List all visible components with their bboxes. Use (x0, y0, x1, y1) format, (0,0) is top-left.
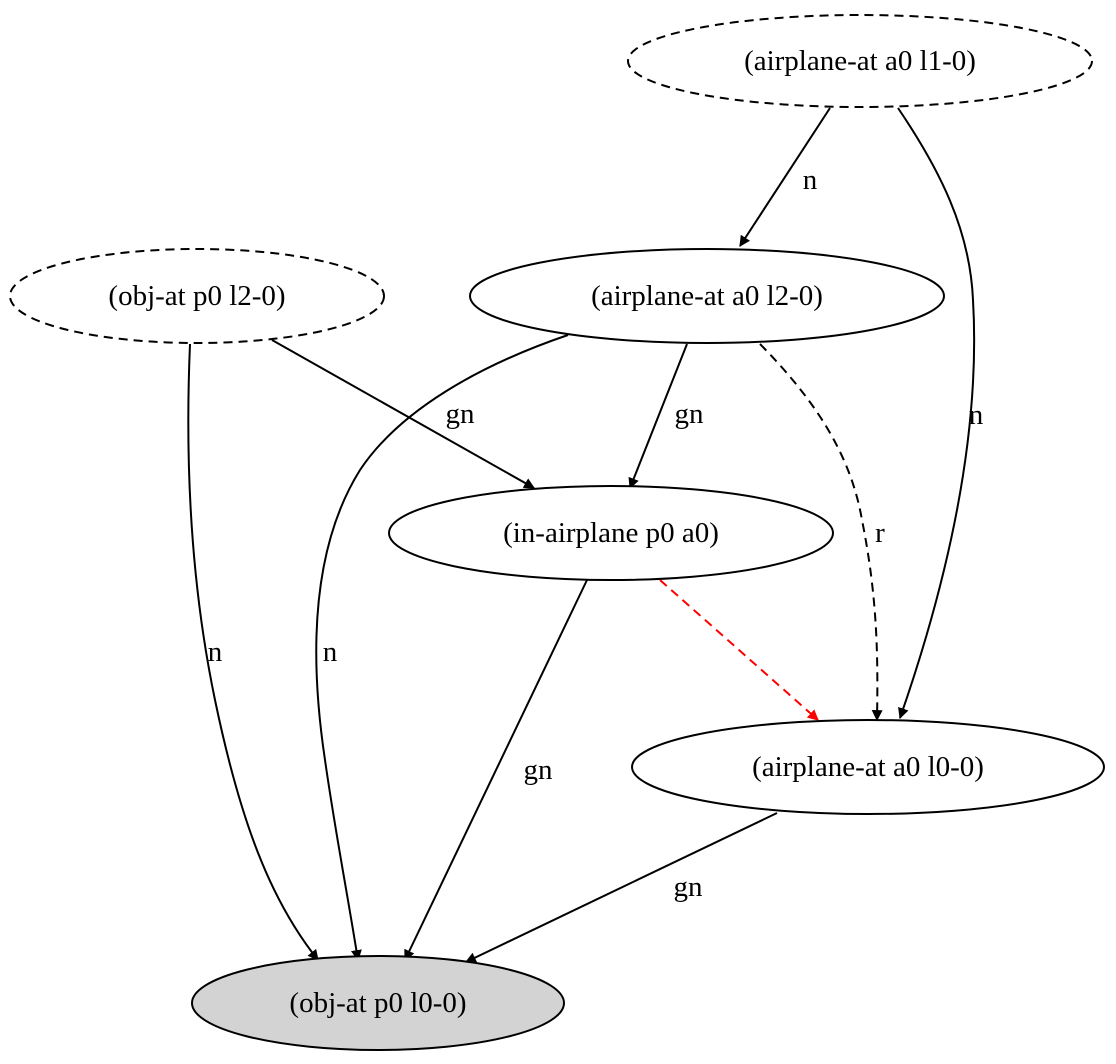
node-ellipse (631, 719, 1105, 815)
edge-airplane-l2-to-inairplane: gn (628, 343, 705, 490)
node-label: (airplane-at a0 l2-0) (591, 280, 823, 312)
edge-line (404, 579, 588, 961)
node-airplane-at-a0-l1-0: (airplane-at a0 l1-0) (627, 14, 1093, 108)
edge-label: gn (524, 754, 554, 786)
edge-line (628, 343, 688, 490)
node-label: (airplane-at a0 l1-0) (744, 45, 976, 77)
node-in-airplane-p0-a0: (in-airplane p0 a0) (388, 485, 834, 581)
node-airplane-at-a0-l0-0: (airplane-at a0 l0-0) (631, 719, 1105, 815)
node-ellipse (469, 248, 945, 344)
edge-line (271, 339, 535, 489)
node-ellipse (191, 955, 565, 1051)
edge-label: n (969, 399, 984, 431)
edge-airplane-l1-to-airplane-l0: n (897, 107, 984, 720)
node-ellipse (9, 248, 385, 344)
edge-airplane-l0-to-objat-l0: gn (465, 812, 778, 963)
edge-label: r (875, 517, 885, 549)
edge-label: gn (674, 871, 704, 903)
node-obj-at-p0-l2-0: (obj-at p0 l2-0) (9, 248, 385, 344)
edge-airplane-l2-to-objat-l0: n (315, 334, 569, 962)
node-obj-at-p0-l0-0: (obj-at p0 l0-0) (191, 955, 565, 1051)
node-label: (airplane-at a0 l0-0) (752, 751, 984, 783)
edge-label: gn (675, 398, 705, 430)
edge-label: n (323, 636, 338, 668)
edge-line (465, 812, 778, 963)
edge-line (187, 343, 319, 961)
node-ellipse (388, 485, 834, 581)
node-label: (in-airplane p0 a0) (503, 517, 719, 549)
edge-airplane-l2-to-airplane-l0: r (759, 343, 885, 722)
node-label: (obj-at p0 l2-0) (108, 280, 285, 312)
edge-airplane-l1-to-airplane-l2: n (739, 107, 831, 247)
edge-line (759, 343, 883, 722)
edge-line (659, 579, 819, 721)
edge-inairplane-to-objat-l0: gn (404, 579, 588, 961)
edge-line (897, 107, 976, 720)
edge-label: n (803, 164, 818, 196)
node-airplane-at-a0-l2-0: (airplane-at a0 l2-0) (469, 248, 945, 344)
node-ellipse (627, 14, 1093, 108)
node-label: (obj-at p0 l0-0) (289, 987, 466, 1019)
edge-inairplane-to-airplane-l0 (659, 579, 819, 721)
edge-label: n (208, 636, 223, 668)
edge-line (315, 334, 569, 962)
edge-objat-l2-to-inairplane: gn (271, 339, 535, 489)
edge-label: gn (446, 398, 476, 430)
edge-objat-l2-to-objat-l0: n (187, 343, 319, 961)
edge-line (739, 107, 831, 247)
